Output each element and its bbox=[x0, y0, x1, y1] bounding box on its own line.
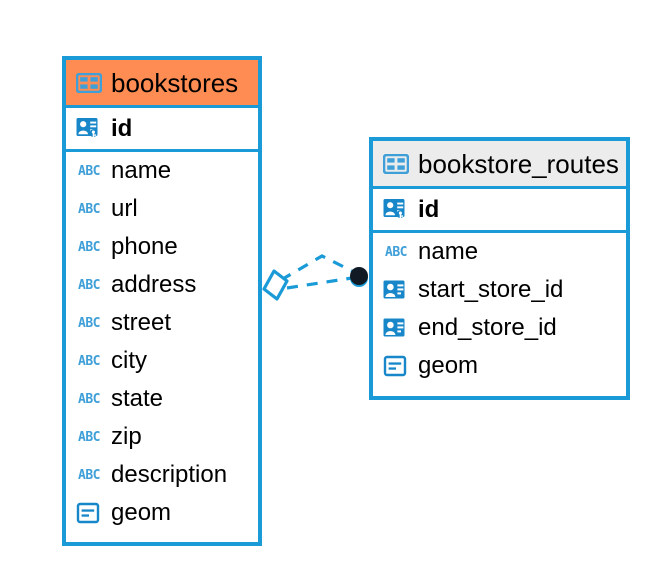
column-name: zip bbox=[111, 423, 142, 450]
relationship-line-arc bbox=[280, 254, 359, 282]
diamond-optional-marker bbox=[262, 269, 289, 301]
column-row-phone[interactable]: ABC phone bbox=[66, 228, 258, 266]
entity-columns-bookstores: id ABC name ABC url ABC phone ABC addres… bbox=[66, 108, 258, 532]
column-row-name[interactable]: ABC name bbox=[373, 233, 626, 271]
column-name: id bbox=[111, 114, 133, 142]
filled-circle-marker bbox=[350, 267, 368, 285]
column-row-end-store-id[interactable]: end_store_id bbox=[373, 309, 626, 347]
entity-title: bookstores bbox=[111, 67, 239, 98]
entity-header-bookstore-routes[interactable]: bookstore_routes bbox=[373, 141, 626, 189]
text-abc-icon: ABC bbox=[78, 429, 100, 445]
text-abc-icon: ABC bbox=[78, 201, 100, 217]
text-abc-icon: ABC bbox=[78, 467, 100, 483]
column-row-street[interactable]: ABC street bbox=[66, 304, 258, 342]
column-row-geom[interactable]: geom bbox=[66, 494, 258, 532]
column-name: city bbox=[111, 347, 147, 374]
text-abc-icon: ABC bbox=[78, 277, 100, 293]
text-abc-icon: ABC bbox=[78, 353, 100, 369]
column-name: start_store_id bbox=[418, 276, 564, 303]
entity-header-bookstores[interactable]: bookstores bbox=[66, 60, 258, 108]
column-name: state bbox=[111, 385, 164, 412]
column-name: url bbox=[111, 195, 138, 222]
entity-bookstores[interactable]: bookstores bbox=[62, 56, 262, 546]
table-icon bbox=[383, 153, 409, 174]
primary-key-icon bbox=[76, 117, 102, 141]
text-abc-icon: ABC bbox=[78, 239, 100, 255]
relationship-line-straight bbox=[286, 276, 353, 290]
filled-circle-marker-ring bbox=[350, 269, 368, 287]
column-row-id[interactable]: id bbox=[373, 189, 626, 233]
text-abc-icon: ABC bbox=[78, 391, 100, 407]
column-row-zip[interactable]: ABC zip bbox=[66, 418, 258, 456]
column-name: end_store_id bbox=[418, 314, 557, 341]
column-name: description bbox=[111, 461, 228, 488]
primary-key-icon bbox=[383, 198, 409, 222]
column-row-id[interactable]: id bbox=[66, 108, 258, 152]
column-name: address bbox=[111, 271, 197, 298]
geometry-icon bbox=[76, 502, 102, 524]
column-row-state[interactable]: ABC state bbox=[66, 380, 258, 418]
foreign-key-icon bbox=[383, 317, 409, 339]
column-row-description[interactable]: ABC description bbox=[66, 456, 258, 494]
column-name: name bbox=[111, 157, 172, 184]
text-abc-icon: ABC bbox=[78, 315, 100, 331]
table-icon bbox=[76, 72, 102, 93]
text-abc-icon: ABC bbox=[78, 163, 100, 179]
column-name: name bbox=[418, 238, 479, 265]
column-row-city[interactable]: ABC city bbox=[66, 342, 258, 380]
column-name: phone bbox=[111, 233, 178, 260]
text-abc-icon: ABC bbox=[385, 244, 407, 260]
column-name: geom bbox=[111, 499, 172, 526]
column-row-start-store-id[interactable]: start_store_id bbox=[373, 271, 626, 309]
entity-columns-bookstore-routes: id ABC name start_store_id bbox=[373, 189, 626, 385]
column-row-address[interactable]: ABC address bbox=[66, 266, 258, 304]
column-name: geom bbox=[418, 352, 479, 379]
column-row-url[interactable]: ABC url bbox=[66, 190, 258, 228]
entity-bookstore-routes[interactable]: bookstore_routes bbox=[369, 137, 630, 400]
column-row-name[interactable]: ABC name bbox=[66, 152, 258, 190]
column-name: id bbox=[418, 195, 440, 223]
column-name: street bbox=[111, 309, 172, 336]
geometry-icon bbox=[383, 355, 409, 377]
entity-title: bookstore_routes bbox=[418, 148, 619, 179]
foreign-key-icon bbox=[383, 279, 409, 301]
column-row-geom[interactable]: geom bbox=[373, 347, 626, 385]
